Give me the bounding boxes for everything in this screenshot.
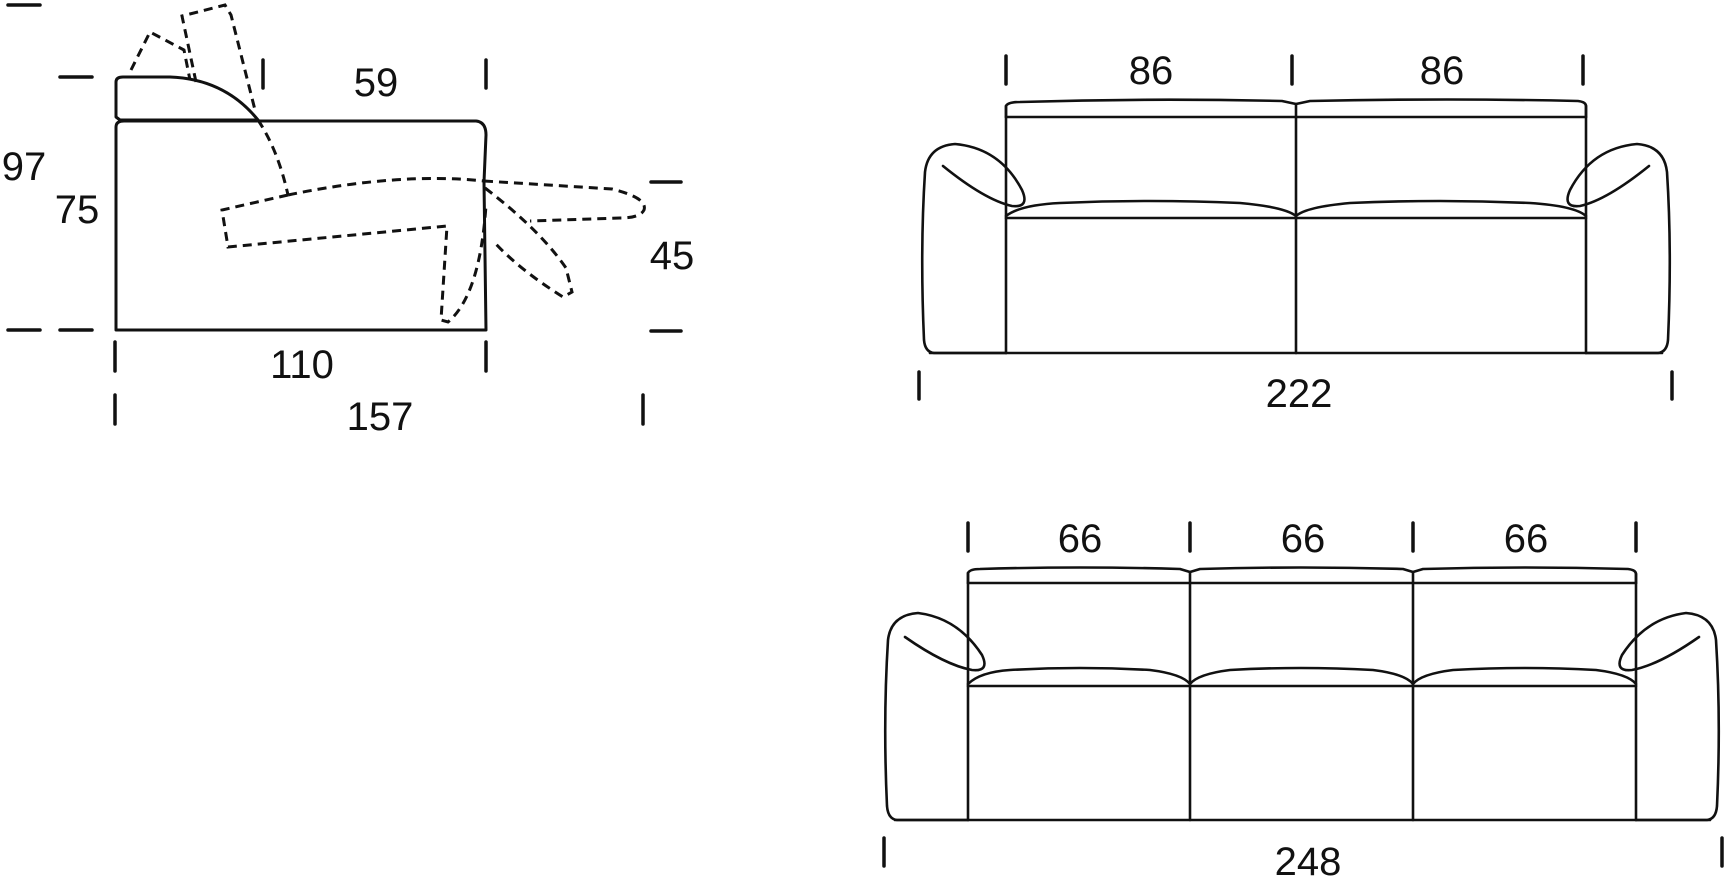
backrest-cap	[966, 566, 1638, 585]
footrest-extended	[483, 179, 646, 223]
label-seat-width-2: 86	[1420, 49, 1465, 93]
label-seat-width-3: 66	[1504, 517, 1549, 561]
label-seat-width-1: 66	[1058, 517, 1103, 561]
seat-recline	[220, 193, 488, 324]
label-seat-width-2: 66	[1281, 517, 1326, 561]
headrest-tilt-1	[129, 29, 192, 81]
label-overall-width: 248	[1275, 840, 1342, 884]
sofa-3-seat-front-view: 66 66 66 248	[882, 517, 1724, 884]
left-armrest	[920, 142, 1026, 355]
label-back-height: 75	[55, 188, 100, 232]
seat-recline-top	[287, 176, 485, 197]
seat-cushion-top	[966, 666, 1638, 686]
headrest-outline	[114, 75, 260, 122]
label-seat-width-1: 86	[1129, 49, 1174, 93]
label-seat-height: 45	[650, 234, 695, 278]
left-armrest	[883, 611, 986, 822]
side-view: 97 75 59 110 157 45	[2, 3, 695, 439]
headrest-tilt-2	[180, 3, 257, 111]
label-overall-height: 97	[2, 145, 47, 189]
right-armrest	[1566, 142, 1672, 355]
label-overall-width: 222	[1266, 372, 1333, 416]
label-seat-depth: 59	[354, 61, 399, 105]
sofa-2-seat-front-view: 86 86 222	[917, 49, 1674, 416]
sofa-body-outline	[114, 119, 488, 332]
label-depth-closed: 110	[270, 343, 334, 387]
backrest-recline	[256, 119, 290, 196]
right-armrest	[1618, 611, 1721, 822]
footrest-mid	[484, 186, 574, 299]
label-depth-reclined: 157	[347, 395, 414, 439]
